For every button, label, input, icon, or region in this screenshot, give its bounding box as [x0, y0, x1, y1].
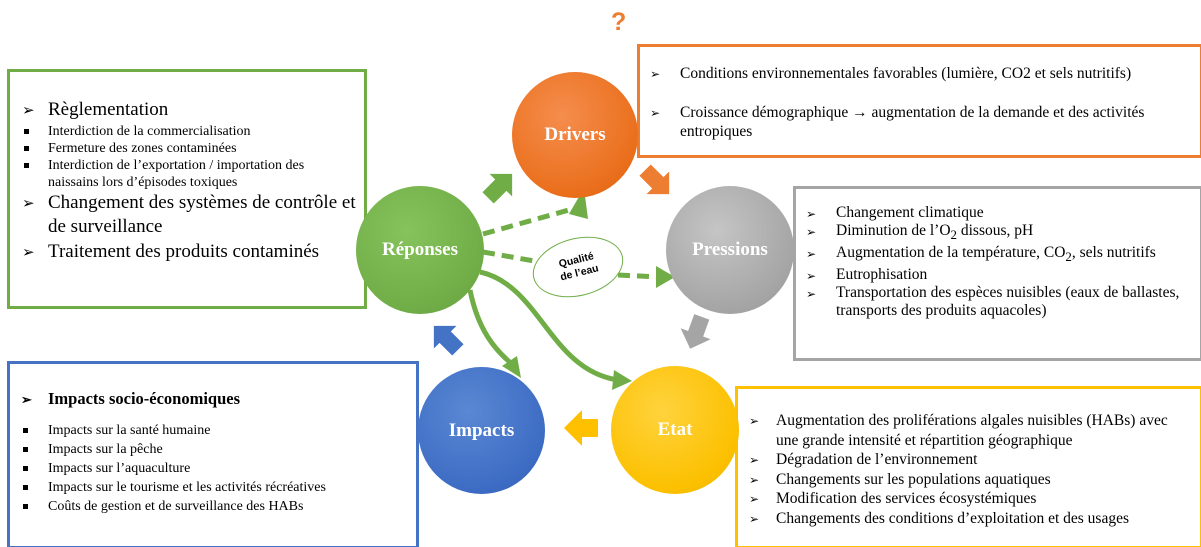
- list-item: Augmentation de la température, CO2, sel…: [806, 244, 1192, 266]
- list-item: Règlementation: [22, 98, 356, 123]
- list-item: Coûts de gestion et de surveillance des …: [21, 497, 408, 516]
- list-item: Impacts sur la santé humaine: [21, 421, 408, 440]
- reponses-circle: Réponses: [356, 186, 484, 314]
- drivers-circle: Drivers: [512, 72, 638, 198]
- list-item: Modification des services écosystémiques: [749, 489, 1192, 509]
- circle-label: Drivers: [544, 124, 606, 145]
- list-item: Conditions environnementales favorables …: [650, 64, 1192, 84]
- circle-label: Etat: [657, 419, 693, 440]
- circle-label: Pressions: [692, 239, 768, 260]
- list-item: Fermeture des zones contaminées: [22, 140, 356, 157]
- etat-circle: Etat: [611, 366, 739, 494]
- list-item: Changements sur les populations aquatiqu…: [749, 470, 1192, 489]
- arrow-reponses-to-drivers: [482, 173, 513, 204]
- impacts-box: Impacts socio-économiques Impacts sur la…: [7, 361, 419, 547]
- list-item: Changement climatique: [806, 204, 1192, 223]
- list-item: Eutrophisation: [806, 266, 1192, 285]
- list-item: Interdiction de l’exportation / importat…: [22, 157, 356, 191]
- list-item: Transportation des espèces nuisibles (ea…: [806, 284, 1192, 320]
- subscript: 2: [1065, 249, 1072, 265]
- curve-reponses-to-etat-head: [612, 370, 632, 390]
- list-item: Impacts sur l’aquaculture: [21, 459, 408, 478]
- item-text: Diminution de l’O: [836, 222, 951, 239]
- dashed-arrow-reponses-pressions-head: [656, 266, 675, 288]
- pressions-box: Changement climatique Diminution de l’O2…: [793, 186, 1201, 361]
- item-text: , sels nutritifs: [1071, 244, 1156, 262]
- list-item: Croissance démographique → augmentation …: [650, 103, 1192, 142]
- list-item: Diminution de l’O2 dissous, pH: [806, 222, 1192, 244]
- list-heading: Impacts socio-économiques: [21, 388, 408, 411]
- list-item: Impacts sur la pêche: [21, 440, 408, 459]
- dashed-arrow-reponses-drivers: [482, 205, 577, 237]
- item-text: dissous, pH: [956, 222, 1034, 239]
- list-item: Augmentation des proliférations algales …: [749, 411, 1192, 450]
- list-item: Interdiction de la commercialisation: [22, 123, 356, 140]
- circle-label: Impacts: [448, 419, 515, 441]
- arrow-pressions-to-etat: [680, 314, 711, 349]
- arrow-etat-to-impacts: [564, 410, 598, 446]
- circle-label: Réponses: [381, 239, 458, 260]
- dashed-arrow-reponses-pressions: [482, 249, 661, 280]
- subscript: 2: [950, 227, 957, 243]
- item-text: Augmentation de la température, CO: [836, 244, 1066, 262]
- arrow-impacts-to-reponses: [433, 325, 464, 356]
- drivers-box: Conditions environnementales favorables …: [637, 44, 1201, 158]
- curve-reponses-to-impacts: [467, 289, 514, 366]
- curve-reponses-to-etat: [479, 269, 619, 383]
- pressions-circle: Pressions: [666, 186, 794, 314]
- list-item: Traitement des produits contaminés: [22, 240, 356, 264]
- etat-box: Augmentation des proliférations algales …: [735, 386, 1201, 547]
- impacts-circle: Impacts: [418, 367, 545, 494]
- question-mark: ?: [611, 8, 627, 36]
- list-item: Changement des systèmes de contrôle et d…: [22, 191, 356, 240]
- reponses-box: Règlementation Interdiction de la commer…: [7, 69, 367, 309]
- list-item: Impacts sur le tourisme et les activités…: [21, 478, 408, 497]
- arrow-drivers-to-pressions: [639, 164, 670, 195]
- list-item: Changements des conditions d’exploitatio…: [749, 509, 1192, 528]
- curve-reponses-to-impacts-head: [502, 356, 521, 378]
- list-item: Dégradation de l’environnement: [749, 450, 1192, 470]
